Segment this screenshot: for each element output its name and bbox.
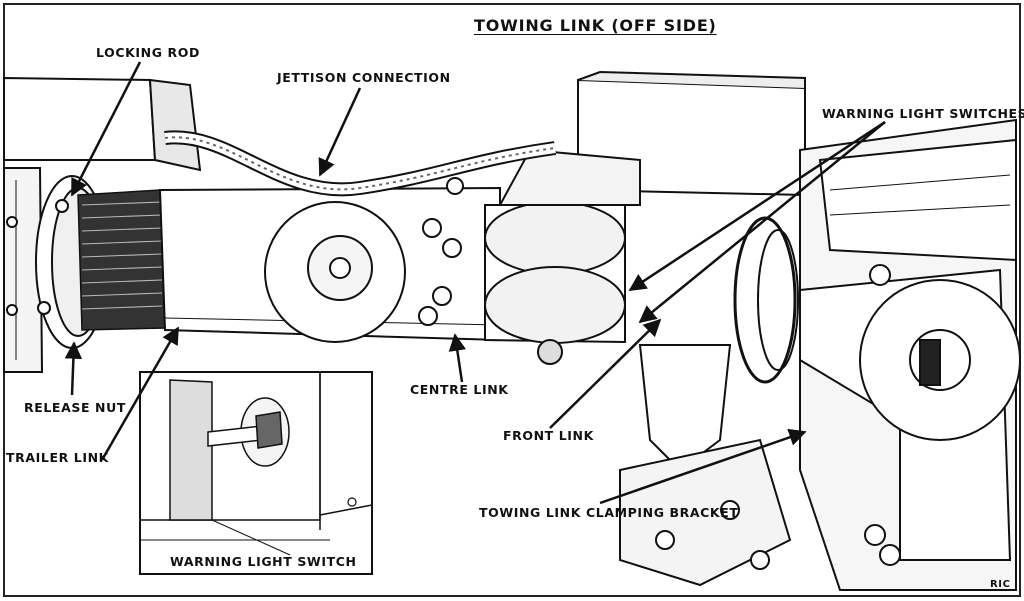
- label-locking-rod: LOCKING ROD: [96, 45, 200, 60]
- front-link-block: [446, 70, 806, 365]
- warning-light-switch-inset: [139, 371, 373, 575]
- leader-lines: [64, 61, 886, 505]
- label-trailer-link: TRAILER LINK: [6, 450, 109, 465]
- artist-mark: RIC: [990, 579, 1011, 590]
- leader-release-nut: [64, 341, 83, 396]
- ribbed-nut: [77, 189, 166, 331]
- label-jettison-connection: JETTISON CONNECTION: [277, 70, 451, 85]
- leader-front-link: [549, 318, 662, 429]
- trailer-frame: [3, 76, 202, 373]
- leader-clamping-bracket: [599, 428, 807, 505]
- label-towing-link-clamping-bracket: TOWING LINK CLAMPING BRACKET: [479, 505, 739, 520]
- label-centre-link: CENTRE LINK: [410, 382, 509, 397]
- vehicle-structure: [733, 118, 1021, 591]
- label-release-nut: RELEASE NUT: [24, 400, 126, 415]
- leader-jettison-connection: [318, 87, 362, 177]
- label-warning-light-switches: WARNING LIGHT SWITCHES: [822, 106, 1024, 121]
- leader-centre-link: [448, 333, 466, 383]
- centre-link-body: [158, 186, 501, 343]
- leader-trailer-link: [100, 326, 180, 461]
- leader-locking-rod: [70, 61, 142, 197]
- label-front-link: FRONT LINK: [503, 428, 594, 443]
- leader-warning-light-switches-2: [638, 121, 886, 324]
- lower-bracket: [619, 344, 792, 587]
- diagram-title: TOWING LINK (OFF SIDE): [474, 16, 717, 35]
- leader-warning-light-switches-1: [628, 120, 886, 292]
- label-warning-light-switch: WARNING LIGHT SWITCH: [170, 554, 357, 569]
- jettison-cable: [164, 130, 556, 197]
